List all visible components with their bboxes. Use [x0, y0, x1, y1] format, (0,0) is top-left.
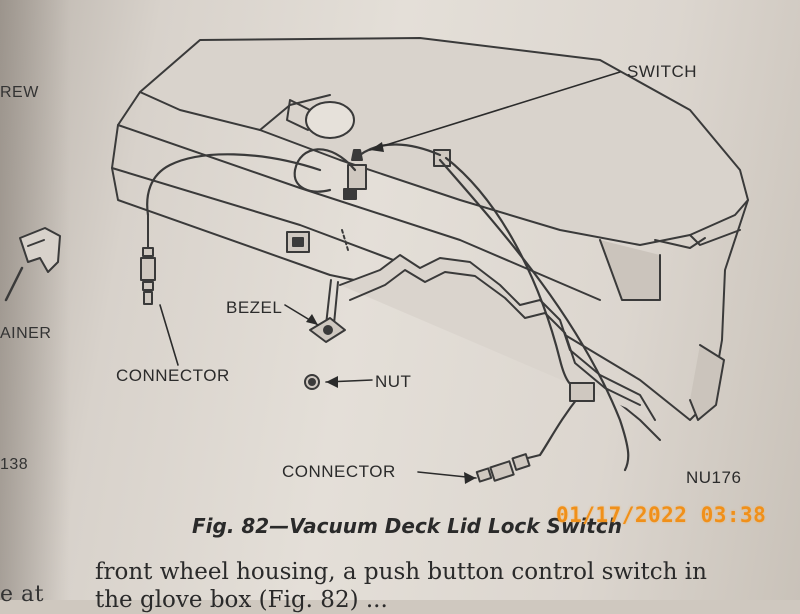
label-switch: SWITCH [627, 62, 698, 81]
margin-fragment-ainer: AINER [0, 325, 52, 342]
left-connector [140, 214, 156, 305]
leader-arrowheads [306, 142, 476, 484]
label-connector-bottom: CONNECTOR [282, 462, 396, 481]
body-text: front wheel housing, a push button contr… [95, 558, 707, 614]
figure-caption: Fig. 82—Vacuum Deck Lid Lock Switch [192, 514, 622, 538]
deck-lid-illustration [4, 37, 749, 484]
clip-arrow [4, 266, 24, 302]
body-text-line-2: the glove box (Fig. 82) ... [95, 587, 388, 613]
figure-code: NU176 [686, 468, 742, 487]
label-connector-left: CONNECTOR [116, 366, 230, 385]
floor-panel [339, 254, 656, 421]
date-stamp: 01/17/2022 03:38 [556, 503, 767, 527]
margin-fragment-rew: REW [0, 84, 39, 101]
page-shadow [0, 0, 70, 600]
clip-part [19, 227, 61, 273]
hose-clamp [569, 382, 595, 402]
label-bezel: BEZEL [226, 298, 283, 317]
switch-bracket [286, 229, 349, 390]
body-text-line-1: front wheel housing, a push button contr… [95, 559, 707, 585]
deck-lid-shell [111, 37, 749, 441]
margin-fragment-138: 138 [0, 456, 29, 473]
vacuum-hoses [146, 143, 630, 472]
bottom-connector [475, 453, 541, 483]
label-nut: NUT [375, 372, 412, 391]
vacuum-switch [343, 149, 451, 200]
